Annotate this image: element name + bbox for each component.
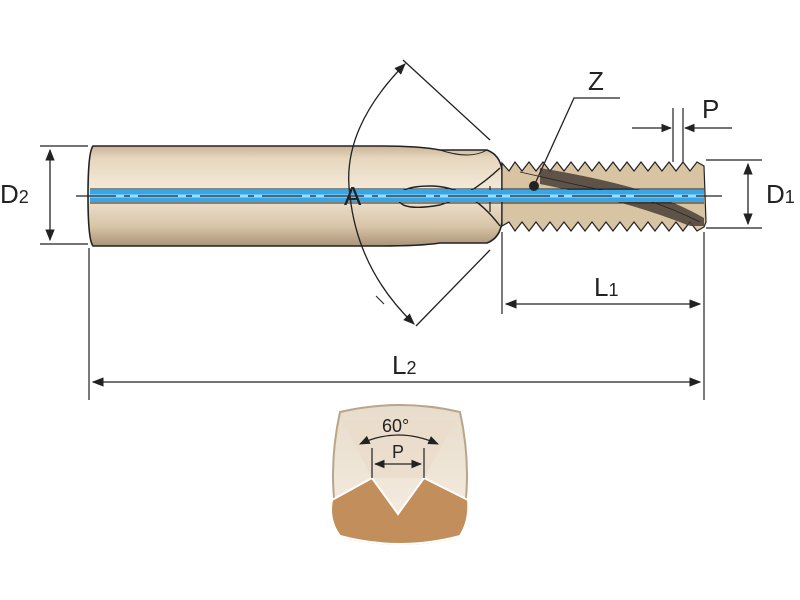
tool-body [76, 145, 722, 247]
angle-a-dimension: A [344, 59, 491, 327]
d2-label: D2 [0, 179, 29, 209]
l2-dimension: L2 [88, 248, 702, 400]
l1-label: L1 [594, 272, 618, 302]
thread-profile-inset: 60° P [330, 404, 470, 545]
flute-label: Z [588, 66, 604, 96]
inset-pitch-label: P [392, 442, 404, 462]
flute-dimension: Z [533, 66, 620, 187]
pitch-dimension: P [632, 94, 732, 162]
d2-dimension: D2 [0, 145, 88, 245]
pitch-label: P [702, 94, 719, 124]
angle-label: A [344, 181, 362, 211]
neck-edge [439, 149, 488, 156]
d1-label: D1 [766, 179, 795, 209]
l1-dimension: L1 [501, 232, 705, 400]
inset-thread-profile [330, 476, 470, 545]
inset-angle-label: 60° [382, 416, 409, 436]
l2-label: L2 [392, 350, 416, 380]
d1-dimension: D1 [706, 159, 795, 229]
